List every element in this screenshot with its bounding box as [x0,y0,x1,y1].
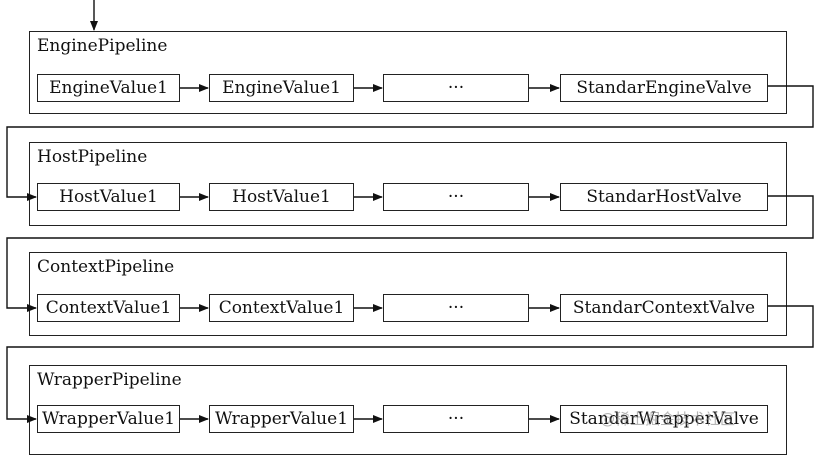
standard-valve-box: StandarHostValve [560,183,768,211]
pipeline-title: ContextPipeline [37,257,175,277]
standard-valve-box: StandarEngineValve [560,74,768,102]
pipeline-title: HostPipeline [37,147,148,167]
standard-valve-box: StandarContextValve [560,294,768,322]
valve-box: EngineValue1 [37,74,180,102]
valve-box: ContextValue1 [37,294,180,322]
valve-box: WrapperValue1 [209,405,354,433]
valve-box: EngineValue1 [209,74,354,102]
valve-box: ContextValue1 [209,294,354,322]
valve-box: HostValue1 [37,183,180,211]
valve-box: HostValue1 [209,183,354,211]
watermark: @稀土掘金技术社区 [600,410,736,428]
pipeline-title: WrapperPipeline [37,370,182,390]
pipeline-title: EnginePipeline [37,36,168,56]
ellipsis-box: ··· [383,405,529,433]
ellipsis-box: ··· [383,294,529,322]
ellipsis-box: ··· [383,183,529,211]
valve-box: WrapperValue1 [37,405,180,433]
ellipsis-box: ··· [383,74,529,102]
